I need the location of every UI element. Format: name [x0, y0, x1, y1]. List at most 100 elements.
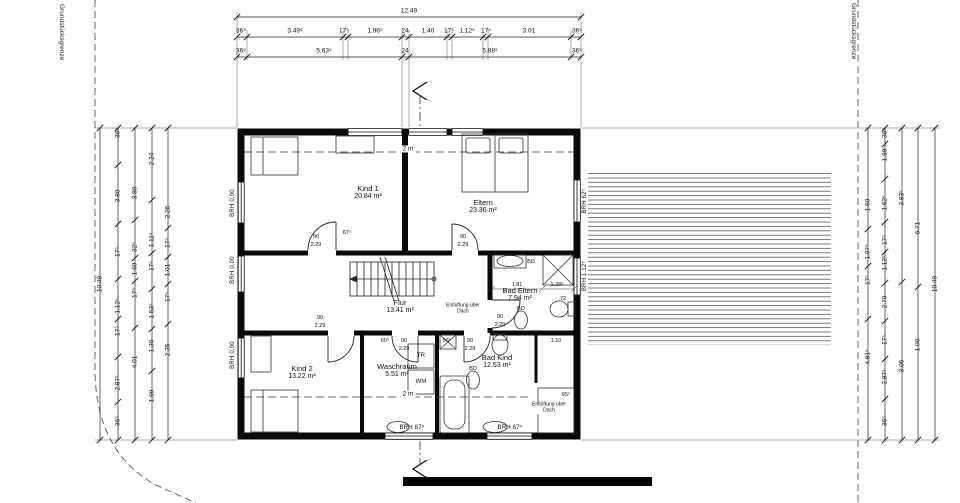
shower-bad-eltern	[542, 254, 574, 286]
dim-label: 17⁵	[864, 275, 872, 285]
room-name: Waschraum	[377, 361, 417, 371]
dim-label: 1.11⁵	[148, 232, 156, 248]
shaft	[439, 334, 457, 350]
dim-label: 1.07⁵	[864, 244, 872, 260]
boundary-label-left: Grundstücksgrenze	[58, 4, 65, 61]
dim-label: 2.29	[310, 242, 322, 248]
room-label-eltern: Eltern 23.36 m²	[469, 198, 497, 216]
dim-label: 67⁵	[342, 230, 352, 236]
dim-label: 2.24	[148, 152, 156, 166]
dim-label: 5.63⁵	[316, 47, 332, 55]
room-name: Eltern	[473, 197, 493, 207]
dim-label: 1.10	[550, 338, 562, 344]
dim-label: 2.29	[457, 242, 469, 248]
dim-label: 1.96⁵	[367, 27, 383, 35]
dim-label: 1.40	[421, 27, 435, 35]
room-area: 5.51 m²	[385, 371, 409, 379]
dim-label: 56⁵	[442, 338, 452, 344]
room-label-kind1: Kind 1 20.84 m²	[354, 184, 382, 202]
dim-label: 95⁵	[561, 392, 571, 398]
room-label-bad-kind: Bad Kind 12.53 m²	[482, 353, 512, 371]
dim-label: 17⁵	[444, 27, 454, 35]
dim-label: 90	[316, 315, 324, 321]
room-name: Kind 1	[357, 183, 379, 193]
redaction-bar	[403, 477, 652, 486]
dim-label: 32⁵	[131, 242, 139, 252]
dimension-lines	[99, 16, 936, 440]
vent-note: Entlüftung über Dach	[532, 401, 566, 414]
dim-label: 90	[400, 338, 408, 344]
headroom-label: 2 m	[400, 390, 416, 398]
sanitary-fixtures	[386, 254, 576, 434]
dim-label: 17⁵	[148, 261, 156, 271]
desk-kind1	[335, 135, 375, 154]
dim-label: 2.70	[881, 295, 889, 309]
dim-label: 17⁵	[481, 27, 491, 35]
toilet-bad-kind	[491, 333, 509, 356]
room-name: Bad Eltern	[502, 285, 538, 295]
bidet-label: BD	[517, 306, 525, 312]
dim-label: 1.99	[148, 389, 156, 403]
furniture	[250, 133, 529, 433]
dim-label: 4.81⁵	[864, 349, 872, 365]
room-area: 23.36 m²	[469, 207, 497, 215]
bidet-bad-kind	[466, 370, 480, 390]
room-area: 20.84 m²	[354, 193, 382, 201]
interior-dim-line	[488, 285, 578, 293]
dim-label: 1.00	[914, 338, 922, 352]
dim-label: 17⁵	[164, 238, 172, 248]
dim-label: 36⁵	[881, 416, 889, 426]
room-name: Kind 2	[291, 363, 313, 373]
room-area: 7.94 m²	[508, 295, 532, 303]
dim-label: 72	[559, 296, 567, 302]
dim-label: 90	[459, 234, 467, 240]
room-label-kind2: Kind 2 13.22 m²	[288, 364, 316, 382]
dim-label: 3.05	[898, 359, 906, 373]
dim-label: 36⁵	[236, 27, 246, 35]
washer-box	[407, 369, 435, 395]
dim-label: 1.60	[864, 198, 872, 212]
dim-label: 90	[496, 314, 504, 320]
bed-kind1	[250, 136, 299, 176]
headroom-lines	[244, 151, 574, 398]
dim-label: 17⁵	[339, 27, 349, 35]
dim-label: 6.71	[914, 221, 922, 235]
dim-label: 1.60	[131, 262, 139, 276]
dim-label: 1.62⁵	[881, 195, 889, 211]
dim-label: 2.25	[164, 343, 172, 357]
dim-label: 3.83⁵	[898, 190, 906, 206]
dim-label: 1.12⁵	[114, 298, 122, 314]
dim-label: 17⁵	[114, 326, 122, 336]
dim-label: 17⁵	[164, 292, 172, 302]
room-label-flur: Flur 13.41 m²	[386, 298, 414, 316]
section-marker-bottom	[411, 441, 428, 479]
bathtub	[439, 375, 470, 434]
toilet-bad-eltern	[549, 300, 576, 318]
interior-walls	[244, 134, 574, 433]
dim-label: 10.49	[931, 275, 939, 293]
washer-label: WM	[415, 379, 427, 385]
doors	[307, 221, 521, 363]
dim-label: 36⁵	[572, 47, 582, 55]
double-bed-eltern	[461, 133, 529, 193]
sink-waschraum	[386, 421, 410, 433]
property-boundary-lines	[94, 0, 859, 503]
dim-label: 90	[312, 234, 320, 240]
dim-label: 5.88⁵	[482, 47, 498, 55]
sill-height-label: BRH 0.00	[230, 341, 236, 369]
sink-bad-eltern	[493, 254, 527, 269]
room-area: 13.41 m²	[386, 307, 414, 315]
windows	[237, 128, 581, 440]
sill-height-label: BRH 0.00	[230, 256, 236, 284]
dim-label: 12.49	[400, 7, 418, 15]
dim-label: 3.80	[131, 186, 139, 200]
room-area: 13.22 m²	[288, 373, 316, 381]
dim-label: 1.30	[148, 339, 156, 353]
dim-label: 17⁵	[114, 247, 122, 257]
dim-label: 2.87⁵	[114, 375, 122, 391]
dim-label: 17⁵	[881, 235, 889, 245]
dim-label: 2.29	[464, 346, 476, 352]
bed-kind2	[250, 389, 299, 433]
dim-label: 1.01	[164, 263, 172, 277]
dim-label: 17⁵	[881, 335, 889, 345]
